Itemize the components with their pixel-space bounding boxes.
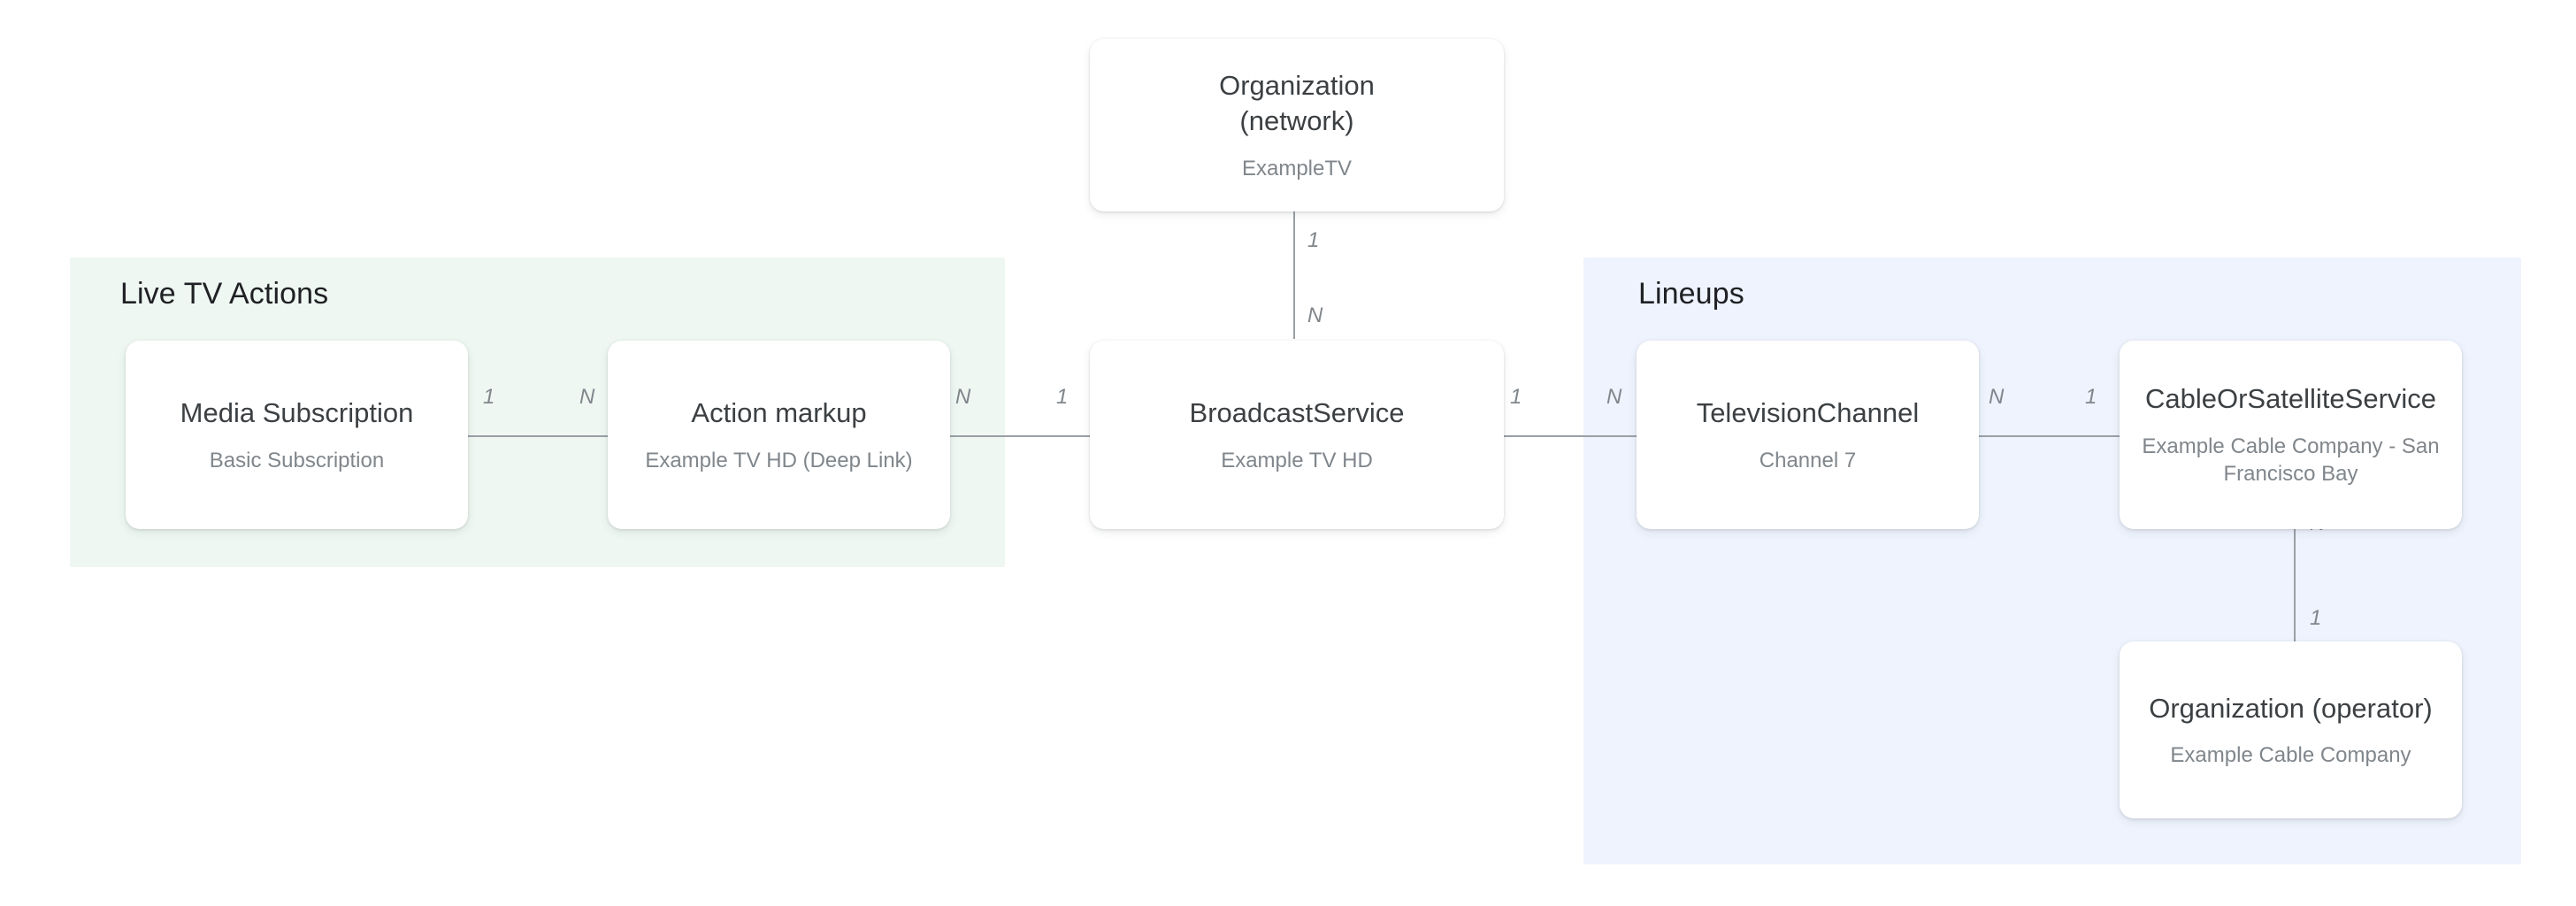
node-title-cable-or-satellite-service: CableOrSatelliteService: [2144, 383, 2437, 415]
node-title-action-markup: Action markup: [691, 397, 867, 429]
node-card-organization-network[interactable]: Organization (network) ExampleTV: [1090, 39, 1504, 211]
node-card-action-markup[interactable]: Action markup Example TV HD (Deep Link): [608, 341, 950, 529]
node-subtitle-media-subscription: Basic Subscription: [209, 448, 385, 472]
node-card-cable-or-satellite-service[interactable]: CableOrSatelliteService Example Cable Co…: [2120, 341, 2462, 529]
node-subtitle-organization-operator: Example Cable Company: [2170, 743, 2411, 768]
connector-media-sub-to-action-markup: [467, 435, 609, 437]
node-subtitle-organization-network: ExampleTV: [1241, 156, 1353, 180]
node-card-media-subscription[interactable]: Media Subscription Basic Subscription: [126, 341, 468, 529]
edge-label-cable-to-org-operator-to: 1: [2310, 606, 2322, 630]
node-subtitle-broadcast-service: Example TV HD: [1221, 448, 1373, 472]
node-card-television-channel[interactable]: TelevisionChannel Channel 7: [1637, 341, 1979, 529]
edge-label-media-sub-to-action-to: N: [579, 385, 595, 409]
connector-action-markup-to-broadcast: [936, 435, 1092, 437]
edge-label-media-sub-to-action-from: 1: [483, 385, 495, 409]
node-title-line2: (network): [1239, 104, 1354, 136]
edge-label-action-to-broadcast-from: N: [955, 385, 971, 409]
connector-org-network-to-broadcast: [1293, 210, 1295, 339]
edge-label-org-network-to-broadcast-to: N: [1307, 303, 1323, 327]
node-card-organization-operator[interactable]: Organization (operator) Example Cable Co…: [2120, 641, 2462, 818]
edge-label-tv-channel-to-cable-from: N: [1989, 385, 2005, 409]
group-title-live-tv-actions: Live TV Actions: [120, 277, 329, 311]
node-title-media-subscription: Media Subscription: [180, 397, 414, 429]
node-card-broadcast-service[interactable]: BroadcastService Example TV HD: [1090, 341, 1504, 529]
node-title-broadcast-service: BroadcastService: [1189, 397, 1405, 429]
node-title-television-channel: TelevisionChannel: [1696, 397, 1920, 429]
node-title-line1: Organization: [1219, 70, 1375, 102]
edge-label-tv-channel-to-cable-to: 1: [2085, 385, 2097, 409]
group-title-lineups: Lineups: [1638, 277, 1744, 311]
node-title-organization-network: Organization (network): [1219, 68, 1375, 138]
node-title-organization-operator: Organization (operator): [2149, 692, 2433, 724]
edge-label-broadcast-to-tv-channel-from: 1: [1510, 385, 1522, 409]
edge-label-broadcast-to-tv-channel-to: N: [1606, 385, 1622, 409]
edge-label-org-network-to-broadcast-from: 1: [1307, 228, 1320, 252]
connector-cable-service-to-org-operator: [2294, 511, 2296, 641]
connector-broadcast-to-tv-channel: [1495, 435, 1637, 437]
node-subtitle-action-markup: Example TV HD (Deep Link): [645, 448, 913, 472]
connector-tv-channel-to-cable-service: [1971, 435, 2120, 437]
node-subtitle-television-channel: Channel 7: [1759, 448, 1857, 472]
edge-label-action-to-broadcast-to: 1: [1056, 385, 1069, 409]
node-subtitle-cable-or-satellite-service: Example Cable Company - San Francisco Ba…: [2142, 434, 2440, 487]
